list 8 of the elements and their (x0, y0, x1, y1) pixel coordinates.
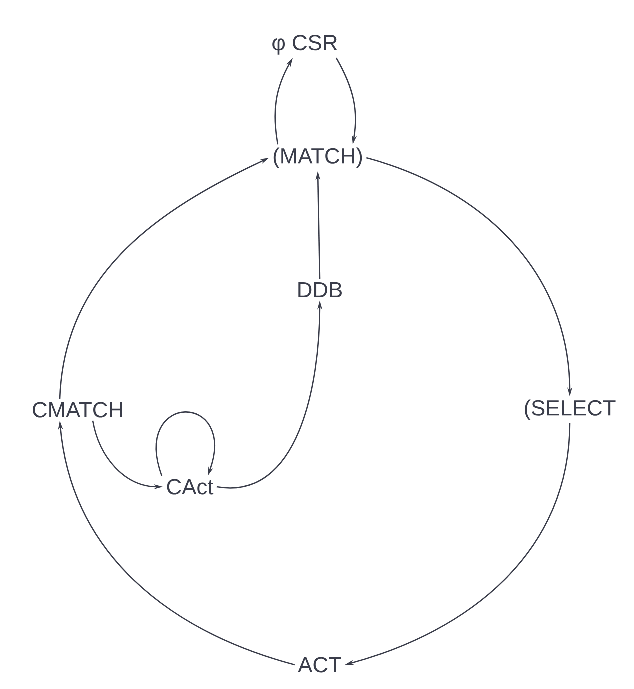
node-label: CAct (167, 479, 214, 495)
node-label: φ CSR (272, 35, 338, 55)
node-label: (SELECT (525, 400, 616, 420)
node-label: DDB (298, 282, 342, 298)
arrow (156, 412, 215, 476)
node-label: CMATCH (33, 402, 122, 418)
node-label: ACT (298, 657, 342, 673)
node-label: (MATCH) (274, 148, 362, 168)
